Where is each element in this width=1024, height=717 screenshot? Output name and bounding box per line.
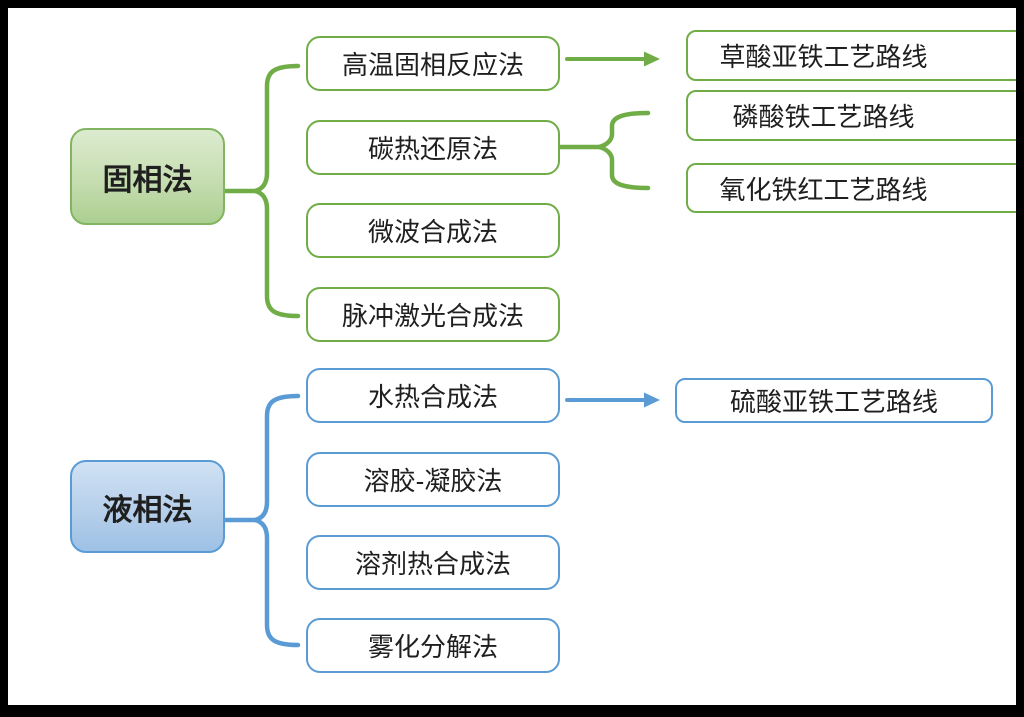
category-label-solid-phase: 固相法 — [102, 163, 193, 197]
liquid-phase-arrowhead — [644, 392, 660, 408]
connector-layer — [222, 51, 660, 648]
method-label: 脉冲激光合成法 — [341, 301, 524, 331]
solid-phase-arrowhead — [644, 51, 660, 67]
method-box-atomization-decomposition: 雾化分解法 — [306, 618, 560, 673]
route-label: 硫酸亚铁工艺路线 — [729, 387, 938, 417]
method-label: 雾化分解法 — [367, 632, 498, 662]
route-box-ferrous-oxalate: 草酸亚铁工艺路线 — [686, 30, 1016, 81]
category-box-solid-phase: 固相法 — [70, 128, 225, 225]
solid-phase-brace — [252, 63, 301, 319]
method-label: 微波合成法 — [367, 217, 498, 247]
method-label: 高温固相反应法 — [341, 50, 524, 80]
diagram-canvas: 固相法 液相法 高温固相反应法 碳热还原法 微波合成法 脉冲激光合成法 草酸亚铁… — [8, 8, 1016, 705]
method-box-microwave-synthesis: 微波合成法 — [306, 203, 560, 258]
method-label: 溶胶-凝胶法 — [363, 466, 503, 496]
category-label-liquid-phase: 液相法 — [102, 493, 193, 527]
route-box-iron-oxide-red: 氧化铁红工艺路线 — [686, 163, 1016, 213]
route-label: 氧化铁红工艺路线 — [719, 174, 928, 205]
route-label: 磷酸铁工艺路线 — [732, 102, 915, 132]
liquid-phase-brace — [252, 393, 301, 648]
method-box-pulsed-laser-synthesis: 脉冲激光合成法 — [306, 287, 560, 342]
method-box-hydrothermal-synthesis: 水热合成法 — [306, 368, 560, 423]
route-box-iron-phosphate: 磷酸铁工艺路线 — [686, 90, 1016, 141]
category-box-liquid-phase: 液相法 — [70, 460, 225, 553]
method-box-solvothermal-synthesis: 溶剂热合成法 — [306, 535, 560, 590]
method-label: 溶剂热合成法 — [354, 549, 511, 579]
route-box-ferrous-sulfate: 硫酸亚铁工艺路线 — [675, 378, 993, 423]
method-box-high-temp-solid-state: 高温固相反应法 — [306, 36, 560, 91]
route-label: 草酸亚铁工艺路线 — [719, 42, 928, 72]
carbothermal-brace — [596, 110, 651, 191]
method-box-sol-gel: 溶胶-凝胶法 — [306, 452, 560, 507]
method-label: 水热合成法 — [367, 382, 498, 412]
method-box-carbothermal-reduction: 碳热还原法 — [306, 120, 560, 175]
method-label: 碳热还原法 — [367, 134, 498, 164]
